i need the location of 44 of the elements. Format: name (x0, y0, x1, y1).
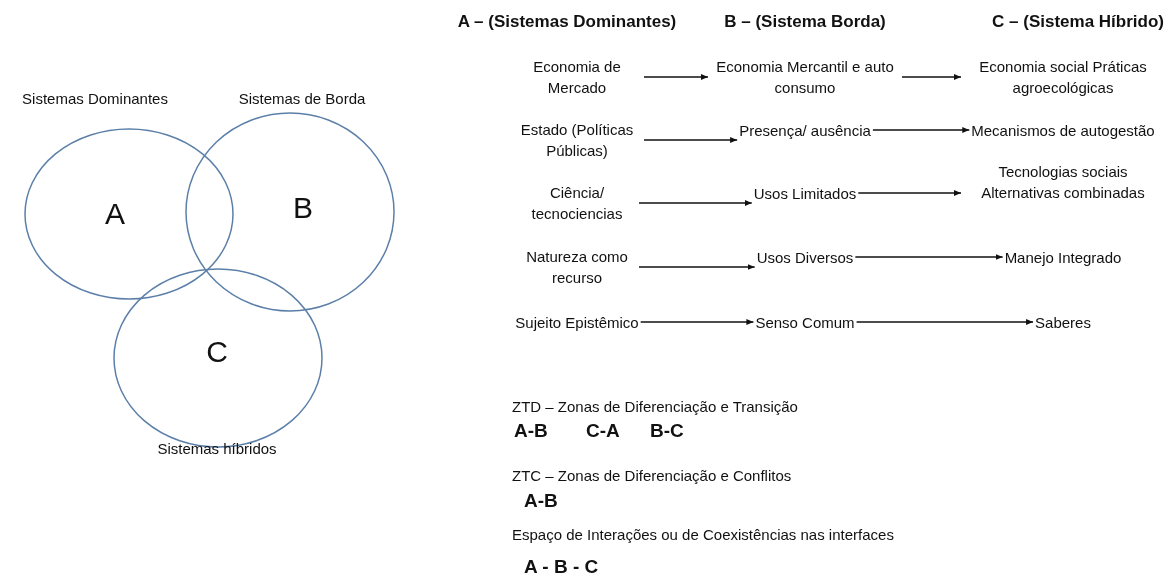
column-heading: A – (Sistemas Dominantes) (457, 12, 677, 32)
note-text: ZTD – Zonas de Diferenciação e Transição (512, 398, 798, 415)
column-heading: C – (Sistema Híbrido) (992, 12, 1164, 32)
venn-circle (185, 112, 395, 312)
concept-text: Mecanismos de autogestão (971, 119, 1155, 141)
circle-letter: A (105, 197, 125, 231)
arrow (901, 74, 962, 80)
concept-text: Presença/ ausência (739, 119, 871, 141)
note-text: ZTC – Zonas de Diferenciação e Conflitos (512, 467, 792, 484)
concept-text: Usos Diversos (756, 246, 854, 268)
arrow (854, 254, 1004, 260)
circle-caption: Sistemas de Borda (238, 89, 366, 107)
circle-letter: B (293, 191, 313, 225)
concept-text: Manejo Integrado (1004, 246, 1122, 268)
arrow (855, 319, 1034, 325)
arrow (857, 190, 962, 196)
column-heading: B – (Sistema Borda) (724, 12, 886, 32)
zone-code: A-B (524, 490, 558, 512)
circle-caption: Sistemas híbridos (157, 439, 277, 457)
arrow (638, 264, 756, 270)
arrow (643, 74, 709, 80)
concept-text: Economia social Práticas agroecológicas (963, 56, 1163, 98)
concept-text: Economia de Mercado (512, 56, 642, 98)
arrow (638, 200, 753, 206)
concept-text: Usos Limitados (753, 182, 857, 204)
arrow (643, 137, 738, 143)
concept-text: Economia Mercantil e auto consumo (710, 56, 900, 98)
concept-text: Natureza como recurso (517, 246, 637, 288)
arrow (639, 319, 755, 325)
venn-circle (24, 128, 234, 300)
zone-code: A-B (514, 420, 548, 442)
concept-text: Tecnologias sociais Alternativas combinadas (963, 161, 1163, 203)
zone-code: A - B - C (524, 556, 599, 578)
note-text: Espaço de Interações ou de Coexistências nas interfaces (512, 526, 894, 543)
concept-text: Ciência/ tecnociencias (517, 182, 637, 224)
zone-code: C-A (586, 420, 620, 442)
circle-letter: C (206, 335, 228, 369)
zone-code: B-C (650, 420, 684, 442)
concept-text: Senso Comum (755, 311, 855, 333)
arrow (872, 127, 970, 133)
circle-caption: Sistemas Dominantes (22, 89, 168, 107)
concept-text: Saberes (1035, 311, 1091, 333)
concept-text: Sujeito Epistêmico (515, 311, 639, 333)
concept-text: Estado (Políticas Públicas) (512, 119, 642, 161)
